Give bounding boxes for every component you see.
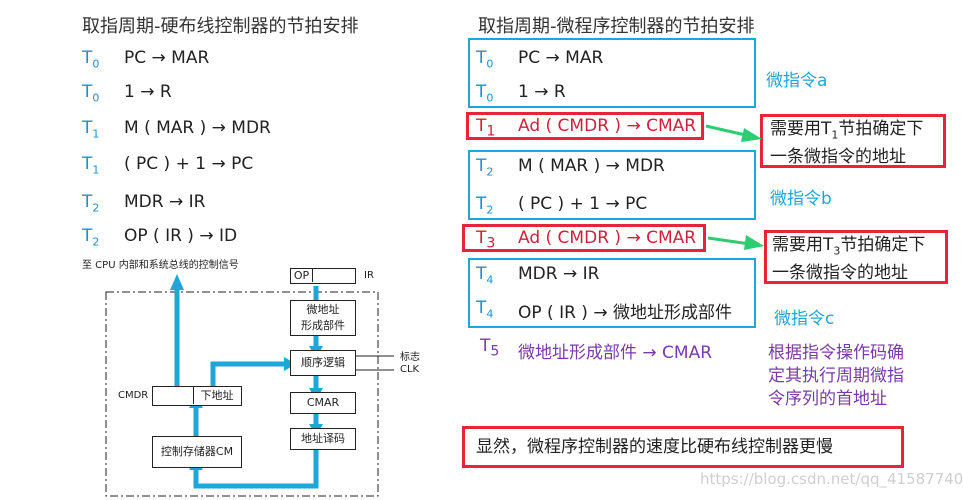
operation: 1 → R	[518, 82, 566, 102]
tick-label: T5	[480, 336, 500, 360]
operation: PC → MAR	[124, 48, 210, 68]
tick-label: T1	[476, 116, 496, 140]
cmdr-register: 下地址	[152, 386, 242, 406]
next-address-field: 下地址	[193, 387, 240, 404]
tick-label: T1	[82, 118, 100, 141]
tick-label: T0	[476, 48, 494, 71]
red-step-t1-box	[466, 112, 704, 140]
tick-label: T3	[476, 228, 496, 252]
note-t3: 需要用T3节拍确定下 一条微指令的地址	[772, 235, 926, 284]
ir-label: IR	[364, 270, 374, 281]
operation: Ad ( CMDR ) → CMAR	[518, 228, 697, 248]
control-signal-label: 至 CPU 内部和系统总线的控制信号	[82, 260, 239, 271]
cmdr-label: CMDR	[118, 390, 149, 401]
tick-label: T2	[476, 194, 494, 217]
operation: PC → MAR	[518, 48, 604, 68]
operation: OP ( IR ) → 微地址形成部件	[518, 303, 732, 323]
sequence-logic: 顺序逻辑	[290, 350, 356, 376]
micro-instruction-b-box	[468, 150, 756, 220]
micro-instruction-b-label: 微指令b	[770, 189, 832, 209]
address-decoder: 地址译码	[290, 428, 356, 450]
operation: M ( MAR ) → MDR	[518, 156, 665, 176]
note-t1: 需要用T1节拍确定下 一条微指令的地址	[770, 119, 924, 168]
cmar-register: CMAR	[290, 392, 356, 414]
red-step-t3-box	[462, 224, 706, 252]
tick-label: T4	[476, 264, 494, 287]
op-field: OP	[291, 269, 313, 282]
tick-label: T1	[82, 154, 100, 177]
operation: OP ( IR ) → ID	[124, 226, 238, 246]
micro-instruction-c-box	[468, 258, 756, 328]
tick-label: T2	[82, 226, 100, 249]
conclusion-box	[462, 426, 904, 468]
purple-note: 根据指令操作码确 定其执行周期微指 令序列的首地址	[768, 343, 904, 409]
tick-label: T0	[82, 82, 100, 105]
micro-address-generator: 微地址 形成部件	[290, 300, 356, 336]
operation: M ( MAR ) → MDR	[124, 118, 271, 138]
conclusion-text: 显然，微程序控制器的速度比硬布线控制器更慢	[476, 437, 833, 457]
micro-instruction-c-label: 微指令c	[774, 309, 835, 329]
watermark: https://blog.csdn.net/qq_41587740	[700, 470, 963, 488]
operation: ( PC ) + 1 → PC	[518, 194, 648, 214]
flag-label: 标志	[400, 352, 420, 363]
tick-label: T4	[476, 298, 494, 321]
operation: 1 → R	[124, 82, 172, 102]
operation: MDR → IR	[124, 192, 206, 212]
right-title: 取指周期-微程序控制器的节拍安排	[478, 16, 755, 37]
tick-label: T0	[82, 48, 100, 71]
operation: ( PC ) + 1 → PC	[124, 154, 254, 174]
tick-label: T0	[476, 82, 494, 105]
ir-register: OP	[290, 268, 356, 284]
left-title: 取指周期-硬布线控制器的节拍安排	[82, 16, 359, 37]
tick-label: T2	[82, 192, 100, 215]
operation: Ad ( CMDR ) → CMAR	[518, 116, 697, 136]
control-store-cm: 控制存储器CM	[152, 436, 242, 468]
tick-label: T2	[476, 156, 494, 179]
note-t3-box	[764, 230, 948, 284]
micro-instruction-a-box	[468, 38, 756, 108]
operation: MDR → IR	[518, 264, 600, 284]
micro-instruction-a-label: 微指令a	[766, 71, 828, 91]
operation: 微地址形成部件 → CMAR	[518, 343, 713, 363]
clk-label: CLK	[400, 364, 420, 375]
